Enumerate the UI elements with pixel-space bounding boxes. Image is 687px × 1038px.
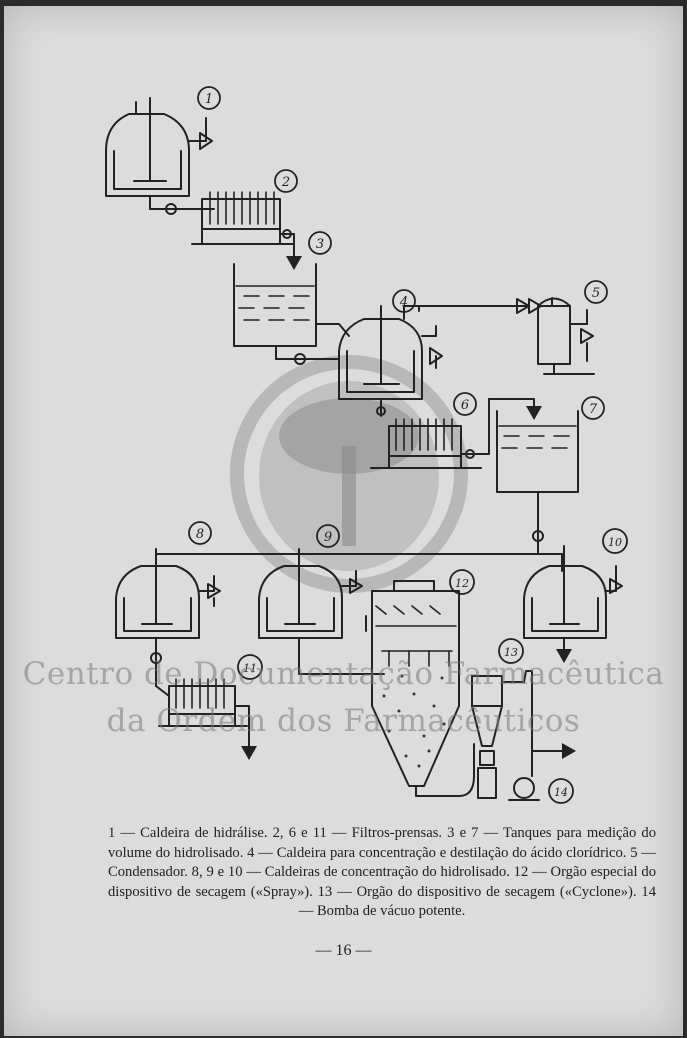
label-circle-6 — [453, 392, 477, 416]
label-text-1: 1 — [205, 92, 213, 107]
measuring-tank-7 — [496, 410, 579, 555]
label-circle-7 — [581, 396, 605, 420]
label-circle-5 — [584, 280, 608, 304]
watermark-line-2: da Ordem dos Farmacêuticos — [106, 703, 581, 739]
component-labels: 1 2 3 4 5 6 7 8 9 10 11 12 13 — [188, 86, 628, 804]
measuring-tank-3 — [233, 263, 350, 365]
filter-press-6 — [370, 398, 542, 469]
concentration-kettle-9 — [258, 548, 363, 652]
label-text-5: 5 — [592, 286, 600, 301]
spray-dryer-12 — [298, 580, 475, 797]
hydrolysis-kettle-1 — [105, 97, 215, 215]
label-circle-2 — [274, 169, 298, 193]
figure-caption: 1 — Caldeira de hidrálise. 2, 6 e 11 — F… — [108, 825, 656, 919]
label-circle-10 — [602, 528, 628, 554]
label-text-8: 8 — [196, 527, 204, 542]
label-circle-11 — [237, 654, 263, 680]
filter-press-2 — [191, 191, 302, 270]
label-circle-4 — [392, 289, 416, 313]
concentration-kettle-10 — [523, 545, 623, 663]
label-circle-12 — [449, 569, 475, 595]
concentration-kettle-4 — [338, 298, 542, 417]
page-number: — 16 — — [315, 942, 372, 959]
label-text-9: 9 — [324, 530, 332, 545]
emblem-watermark — [230, 355, 468, 593]
vacuum-pump-14 — [508, 743, 576, 801]
label-text-7: 7 — [589, 402, 598, 417]
label-circle-13 — [498, 638, 524, 664]
label-text-3: 3 — [316, 237, 324, 252]
label-circle-9 — [316, 524, 340, 548]
label-circle-8 — [188, 521, 212, 545]
label-text-10: 10 — [608, 536, 622, 549]
label-text-12: 12 — [455, 577, 469, 590]
label-circle-3 — [308, 231, 332, 255]
label-text-14: 14 — [554, 786, 568, 799]
label-circle-1 — [197, 86, 221, 110]
process-flow-diagram: 1 2 3 4 5 6 7 8 9 10 11 12 13 — [105, 86, 628, 804]
watermark-line-1: Centro de Documentação Farmacêutica — [22, 656, 665, 692]
filter-press-11 — [155, 678, 257, 760]
page: 1 2 3 4 5 6 7 8 9 10 11 12 13 — [4, 6, 683, 1036]
concentration-kettle-8 — [115, 548, 221, 687]
label-text-6: 6 — [461, 398, 469, 413]
label-text-2: 2 — [281, 175, 290, 190]
label-text-13: 13 — [504, 646, 518, 659]
label-text-4: 4 — [399, 295, 408, 310]
label-circle-14 — [548, 778, 574, 804]
condenser-5 — [537, 297, 595, 375]
label-text-11: 11 — [243, 662, 257, 675]
cyclone-13 — [471, 670, 533, 799]
